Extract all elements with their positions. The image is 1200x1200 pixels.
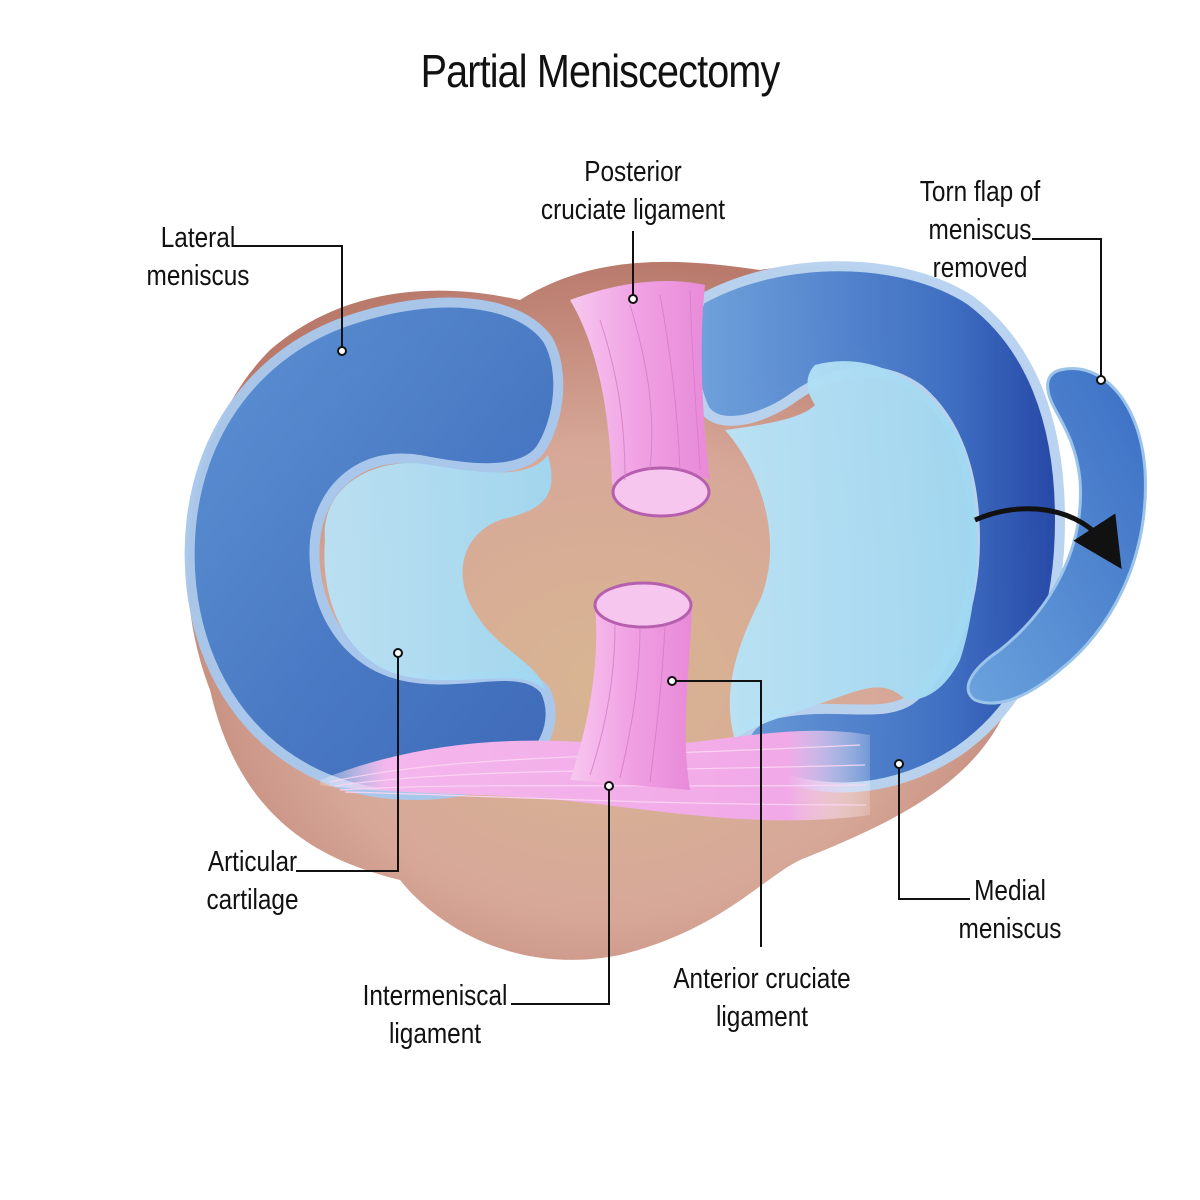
- removal-arrow: [973, 506, 1122, 569]
- label-lateral-meniscus-line1: Lateral: [160, 222, 236, 254]
- label-medial-meniscus: Medial meniscus: [955, 872, 1064, 948]
- medial-cartilage-shape: [725, 361, 977, 740]
- label-intermeniscal-line2: ligament: [388, 1018, 482, 1050]
- label-lateral-meniscus: Lateral meniscus: [139, 219, 257, 295]
- label-anterior-cruciate-line1: Anterior cruciate: [673, 963, 851, 995]
- lateral-cartilage-shape: [324, 455, 552, 690]
- label-torn-flap-line3: removed: [932, 252, 1028, 284]
- intermeniscal-fibers: [329, 744, 867, 806]
- anterior-cruciate-cut: [593, 581, 693, 629]
- label-articular-cartilage: Articular cartilage: [196, 843, 309, 919]
- label-medial-meniscus-line1: Medial: [974, 875, 1046, 907]
- lateral-meniscus-shape: [184, 297, 564, 800]
- label-torn-flap-line1: Torn flap of: [919, 176, 1041, 208]
- anterior-cruciate-shape: [570, 605, 692, 790]
- posterior-cruciate-shape: [570, 280, 710, 485]
- label-torn-flap-line2: meniscus: [928, 214, 1032, 246]
- posterior-cruciate-cut: [611, 466, 711, 518]
- leader-dots: [337, 294, 1106, 791]
- label-anterior-cruciate: Anterior cruciate ligament: [670, 960, 855, 1036]
- diagram-title: Partial Meniscectomy: [420, 45, 781, 97]
- label-medial-meniscus-line2: meniscus: [958, 913, 1062, 945]
- label-articular-cartilage-line2: cartilage: [206, 884, 299, 916]
- label-intermeniscal-line1: Intermeniscal: [362, 980, 508, 1012]
- leader-lines: [232, 231, 1102, 1005]
- torn-flap-shape: [966, 367, 1147, 705]
- label-posterior-cruciate: Posterior cruciate ligament: [532, 153, 734, 229]
- label-torn-flap: Torn flap of meniscus removed: [909, 173, 1052, 287]
- label-intermeniscal: Intermeniscal ligament: [359, 977, 510, 1053]
- label-posterior-cruciate-line2: cruciate ligament: [540, 194, 726, 226]
- label-lateral-meniscus-line2: meniscus: [146, 260, 250, 292]
- label-posterior-cruciate-line1: Posterior: [584, 156, 682, 188]
- label-articular-cartilage-line1: Articular: [207, 846, 298, 878]
- label-anterior-cruciate-line2: ligament: [715, 1001, 809, 1033]
